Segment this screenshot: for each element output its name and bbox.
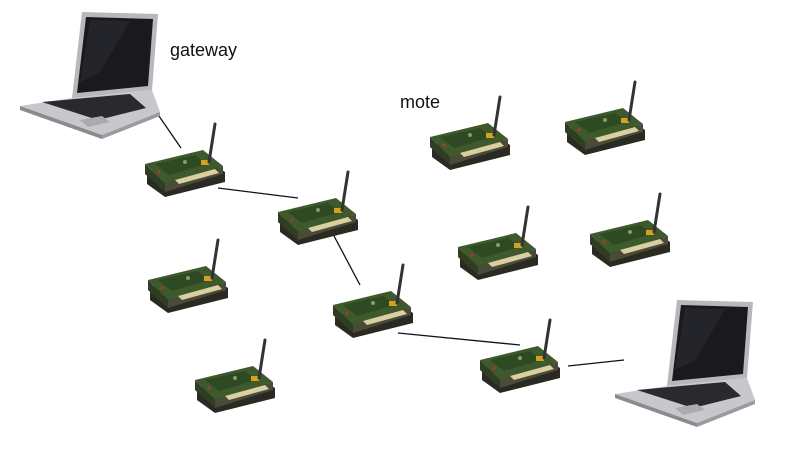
gateway-laptop-icon [20, 12, 160, 139]
mote-icon [428, 95, 512, 172]
link-mote-laptop [567, 359, 625, 367]
mote-icon [276, 170, 360, 247]
mote-icon [193, 338, 277, 415]
mote-icon [456, 205, 540, 282]
mote-icon [331, 263, 415, 340]
mote-icon [563, 80, 647, 157]
laptop-icon [615, 300, 755, 427]
mote-icon [588, 192, 672, 269]
connection-lines [149, 102, 625, 367]
gateway-label: gateway [170, 40, 238, 60]
mote-icon [478, 318, 562, 395]
mote-icon [146, 238, 230, 315]
mote-label: mote [400, 92, 441, 112]
link-mote-1-2 [217, 187, 299, 199]
link-mote-2-3 [332, 233, 361, 286]
mote-icon [143, 122, 227, 199]
link-mote-3-4 [397, 332, 521, 346]
